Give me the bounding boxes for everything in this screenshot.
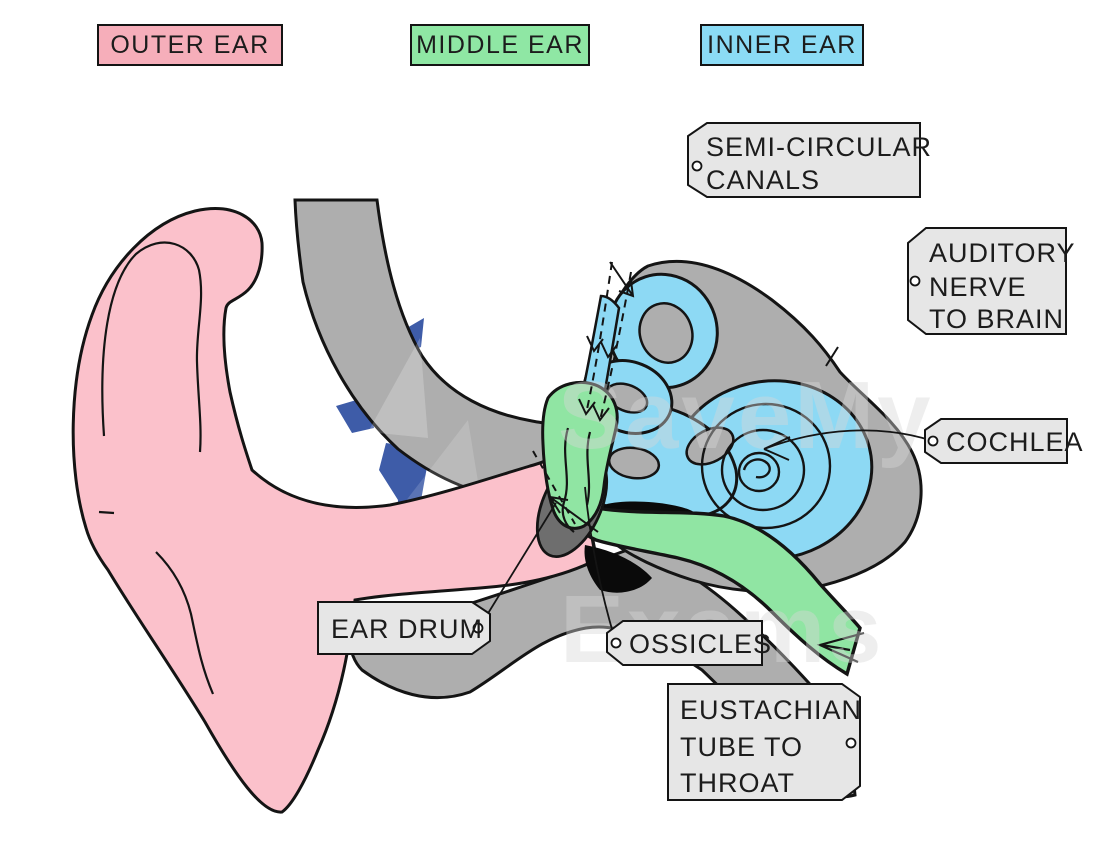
svg-text:EAR DRUM: EAR DRUM bbox=[331, 614, 483, 644]
svg-text:SEMI-CIRCULAR: SEMI-CIRCULAR bbox=[706, 132, 932, 162]
legend-middle-ear-label: MIDDLE EAR bbox=[416, 30, 584, 59]
legend-inner-ear-label: INNER EAR bbox=[707, 30, 857, 59]
legend-outer-ear: OUTER EAR bbox=[97, 24, 283, 66]
cochlea-leader bbox=[763, 429, 934, 461]
svg-text:COCHLEA: COCHLEA bbox=[946, 427, 1084, 457]
ear-drum-leader bbox=[478, 502, 557, 629]
auditory-nerve-tick bbox=[825, 346, 839, 367]
cochlea-spiral-inner bbox=[737, 451, 781, 493]
semicircular-canal-loop-small-hole bbox=[605, 382, 649, 414]
tag-cochlea: COCHLEA bbox=[924, 418, 1084, 464]
tube-arrow bbox=[816, 631, 865, 664]
legend-outer-ear-label: OUTER EAR bbox=[110, 30, 270, 59]
svg-text:AUDITORY: AUDITORY bbox=[929, 238, 1076, 268]
pinna-tick bbox=[98, 510, 115, 515]
svg-text:TUBE TO: TUBE TO bbox=[680, 732, 803, 762]
tag-ossicles: OSSICLES bbox=[606, 620, 772, 666]
tag-ear-drum: EAR DRUM bbox=[317, 601, 491, 655]
outer-ear-pinna bbox=[71, 207, 598, 814]
sound-path-arrows bbox=[532, 261, 839, 533]
cochlea-spiral-hook bbox=[742, 458, 771, 479]
malleus-line bbox=[561, 427, 575, 533]
shadow-below-drum bbox=[584, 545, 652, 593]
cochlea-spiral-middle bbox=[720, 428, 806, 512]
legend-inner-ear: INNER EAR bbox=[700, 24, 864, 66]
tag-semi-circular-canals: SEMI-CIRCULAR CANALS bbox=[687, 122, 932, 198]
svg-text:EUSTACHIAN: EUSTACHIAN bbox=[680, 695, 862, 725]
pinna-lobe-line bbox=[155, 551, 215, 695]
watermark-line1: SaveMy bbox=[558, 362, 934, 469]
svg-text:NERVE: NERVE bbox=[929, 272, 1027, 302]
svg-text:OSSICLES: OSSICLES bbox=[629, 629, 772, 659]
semicircular-canal-loop-large-hole bbox=[638, 302, 694, 364]
vestibule-hole-right bbox=[685, 426, 735, 466]
svg-text:TO BRAIN: TO BRAIN bbox=[929, 304, 1064, 334]
legend-middle-ear: MIDDLE EAR bbox=[410, 24, 590, 66]
cochlea-spiral-outer bbox=[700, 402, 832, 530]
tag-auditory-nerve: AUDITORY NERVE TO BRAIN bbox=[907, 227, 1076, 335]
incus-line bbox=[585, 431, 592, 506]
ossicles-leader bbox=[584, 486, 617, 644]
svg-text:THROAT: THROAT bbox=[680, 768, 795, 798]
pinna-antihelix-line bbox=[101, 241, 203, 453]
svg-text:CANALS: CANALS bbox=[706, 165, 820, 195]
tag-eustachian-tube: EUSTACHIAN TUBE TO THROAT bbox=[667, 683, 862, 801]
leader-lines bbox=[478, 429, 934, 644]
label-tags: SEMI-CIRCULAR CANALS AUDITORY NERVE TO B… bbox=[317, 122, 1084, 801]
